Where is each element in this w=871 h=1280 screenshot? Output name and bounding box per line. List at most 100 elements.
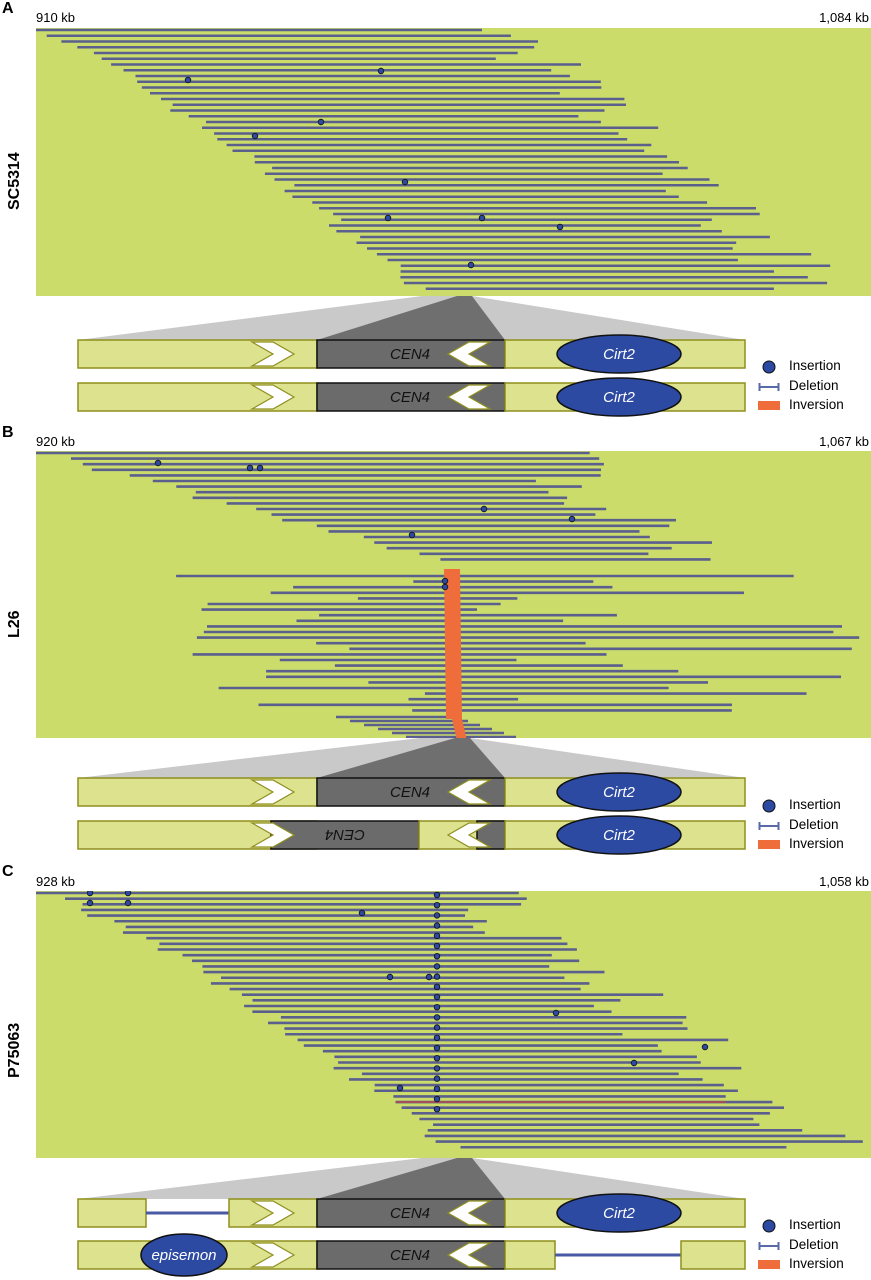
repeat-arrow-right (249, 1242, 296, 1268)
insertion-marker (433, 963, 441, 970)
start-coordinate: 928 kb (36, 874, 76, 889)
insertion-marker (433, 912, 441, 919)
insertion-marker (467, 261, 475, 269)
cen4-label: CEN4 (390, 1247, 430, 1264)
insertion-marker (433, 1085, 441, 1092)
insertion-marker (552, 1009, 560, 1017)
repeat-arrow-left (446, 1200, 493, 1226)
episemon-label: episemon (151, 1247, 216, 1264)
deletion-icon (758, 1241, 780, 1250)
insertion-marker (358, 909, 366, 917)
cirt2-label: Cirt2 (603, 389, 635, 406)
cirt2-element (556, 1193, 682, 1233)
insertion-marker (433, 1105, 441, 1113)
insertion-marker (433, 891, 441, 899)
flank-region (504, 1240, 556, 1270)
insertion-marker (478, 214, 486, 222)
insertion-marker (441, 577, 449, 585)
inversion-icon (758, 1260, 780, 1269)
cen4-label: CEN4 (390, 389, 430, 406)
cen4-label: CEN4 (325, 826, 365, 843)
insertion-icon (762, 799, 776, 813)
insertion-marker (441, 583, 449, 591)
insertion-icon (762, 1219, 776, 1233)
panel-letter: C (2, 863, 14, 880)
insertion-marker (86, 891, 94, 897)
repeat-arrow-right (249, 384, 296, 410)
repeat-arrow-left (446, 822, 493, 848)
panel-letter: B (2, 424, 14, 441)
cen4-label: CEN4 (390, 346, 430, 363)
flank-region (680, 1240, 746, 1270)
insertion-marker (433, 993, 441, 1001)
inversion-icon (758, 401, 780, 410)
read-alignment-plot (36, 451, 871, 738)
insertion-marker (251, 132, 259, 140)
cirt2-label: Cirt2 (603, 1205, 635, 1222)
cen4-label: CEN4 (390, 784, 430, 801)
insertion-marker (408, 531, 416, 539)
insertion-marker (433, 1003, 441, 1011)
repeat-arrow-left (446, 1242, 493, 1268)
cirt2-element (556, 815, 682, 855)
insertion-marker (317, 118, 325, 126)
deletion-icon (758, 821, 780, 830)
cen4-label: CEN4 (390, 1205, 430, 1222)
insertion-marker (480, 505, 488, 513)
repeat-arrow-right (249, 341, 296, 367)
repeat-arrow-right (249, 779, 296, 805)
cirt2-label: Cirt2 (603, 784, 635, 801)
insertion-marker (86, 899, 94, 907)
insertion-marker (246, 464, 254, 472)
repeat-arrow-right (249, 1200, 296, 1226)
cirt2-label: Cirt2 (603, 346, 635, 363)
insertion-marker (384, 214, 392, 222)
insertion-marker (433, 1095, 441, 1103)
insertion-marker (568, 515, 576, 523)
zoom-fan-centromere (317, 738, 505, 778)
insertion-marker (433, 1044, 441, 1052)
insertion-marker (256, 464, 264, 472)
insertion-marker (433, 1014, 441, 1021)
panel-letter: A (2, 0, 14, 17)
read-alignment-plot (36, 891, 871, 1158)
insertion-marker (396, 1084, 404, 1092)
end-coordinate: 1,084 kb (819, 10, 869, 25)
inversion-icon (758, 840, 780, 849)
insertion-marker (556, 223, 564, 231)
insertion-marker (377, 67, 385, 75)
insertion-marker (433, 922, 441, 929)
zoom-fan-centromere (317, 296, 505, 340)
inversion-band (444, 569, 467, 738)
insertion-marker (433, 901, 441, 909)
start-coordinate: 910 kb (36, 10, 76, 25)
insertion-marker (433, 1054, 441, 1062)
deletion-icon (758, 382, 780, 391)
cirt2-label: Cirt2 (603, 827, 635, 844)
insertion-marker (630, 1059, 638, 1067)
end-coordinate: 1,067 kb (819, 434, 869, 449)
insertion-marker (433, 932, 441, 939)
insertion-marker (433, 1034, 441, 1041)
end-coordinate: 1,058 kb (819, 874, 869, 889)
repeat-arrow-left (446, 779, 493, 805)
repeat-arrow-right (249, 822, 296, 848)
episemon-element (140, 1233, 228, 1277)
cirt2-element (556, 772, 682, 812)
insertion-marker (425, 973, 433, 981)
insertion-marker (154, 459, 162, 467)
read-alignment-plot (36, 28, 871, 296)
cirt2-element (556, 377, 682, 417)
insertion-icon (762, 360, 776, 374)
insertion-marker (433, 1065, 441, 1072)
insertion-marker (433, 1075, 441, 1082)
zoom-fan-centromere (317, 1158, 505, 1199)
repeat-arrow-left (446, 341, 493, 367)
insertion-marker (433, 983, 441, 990)
insertion-marker (701, 1043, 709, 1051)
